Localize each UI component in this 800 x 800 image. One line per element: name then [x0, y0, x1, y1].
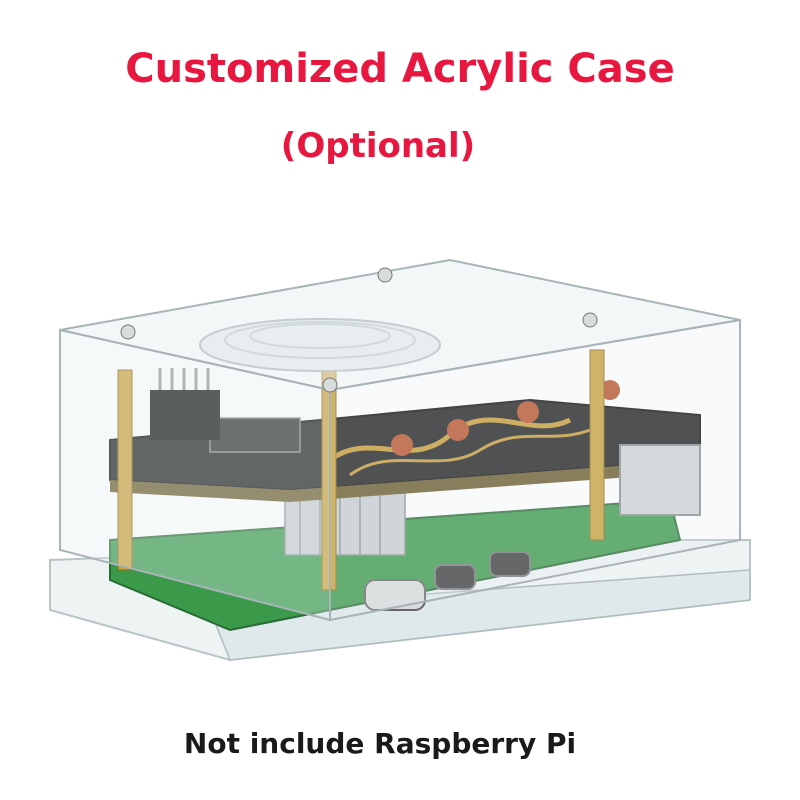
component-4: [600, 380, 620, 400]
screw-icon: [377, 267, 393, 283]
footer-note: Not include Raspberry Pi: [183, 727, 577, 760]
acrylic-case-side: [329, 318, 741, 622]
page-title: Customized Acrylic Case: [125, 46, 675, 92]
standoff-front-left: [117, 369, 133, 571]
screw-icon: [120, 324, 136, 340]
standoff-back-right: [589, 349, 605, 541]
acrylic-case-photo: [49, 258, 751, 662]
page-subtitle: (Optional): [280, 126, 476, 166]
ethernet-port: [619, 444, 701, 516]
component-1: [391, 434, 413, 456]
micro-hdmi-port-1: [434, 564, 476, 590]
component-2: [447, 419, 469, 441]
gpio-header: [150, 368, 220, 440]
usb-c-port: [364, 579, 426, 611]
component-3: [517, 401, 539, 423]
screw-icon: [322, 377, 338, 393]
screw-icon: [582, 312, 598, 328]
micro-hdmi-port-2: [489, 551, 531, 577]
m2-slot: [209, 417, 301, 453]
